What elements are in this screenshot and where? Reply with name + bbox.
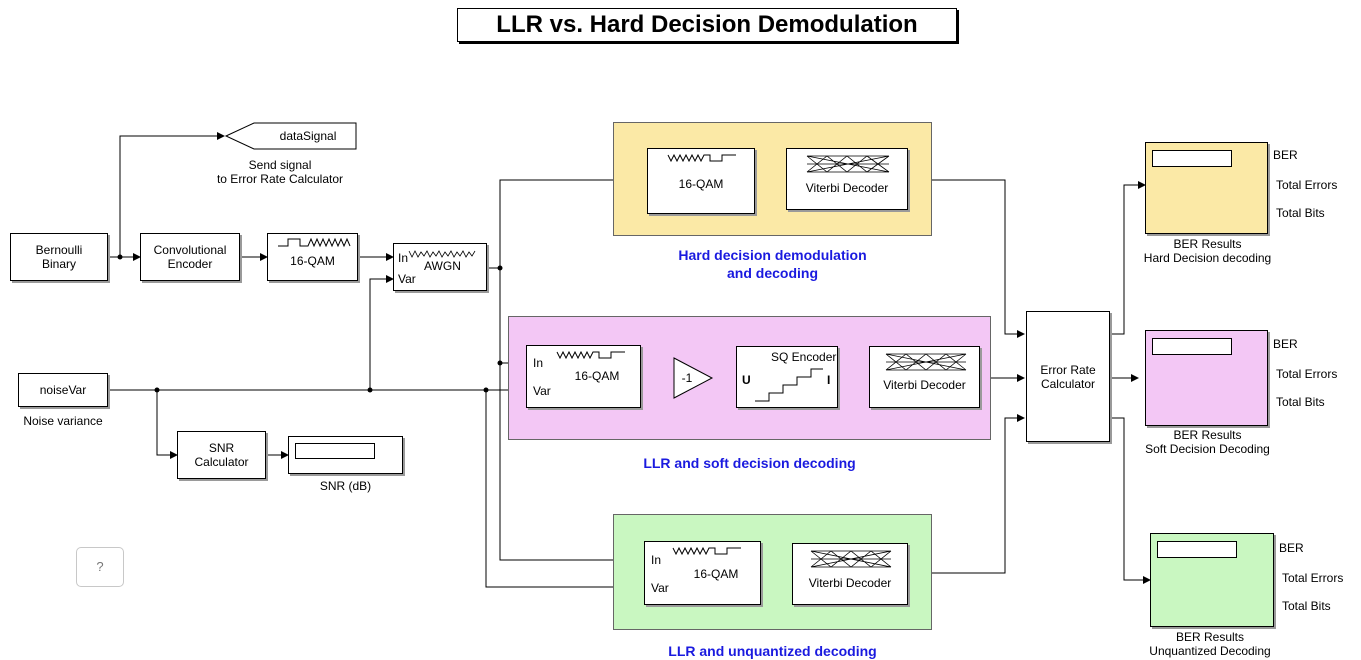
wire-err-hard-ber [1110, 181, 1146, 335]
unq-qam-demod-block[interactable]: In Var 16-QAM [644, 541, 761, 605]
soft-decision-area-title: LLR and soft decision decoding [643, 455, 856, 471]
hard-viterbi-label: Viterbi Decoder [805, 181, 889, 195]
sq-i-port: I [827, 373, 831, 387]
sq-u-port: U [742, 373, 751, 387]
soft-viterbi-label: Viterbi Decoder [883, 378, 966, 392]
unq-in-port: In [651, 553, 662, 567]
unq-qam-label: 16-QAM [693, 567, 739, 581]
ber-soft-caption: BER Results Soft Decision Decoding [1145, 428, 1270, 456]
noise-icon [408, 250, 476, 258]
ber-value-field [1157, 541, 1237, 558]
goto-tag-block[interactable] [224, 120, 359, 154]
soft-var-port: Var [533, 384, 551, 398]
ber-unq-caption: BER Results Unquantized Decoding [1149, 630, 1271, 658]
hard-qam-demod-block[interactable]: 16-QAM [647, 148, 755, 214]
goto-tag-label: dataSignal [279, 129, 337, 143]
hard-qam-label: 16-QAM [678, 177, 724, 191]
unq-var-port: Var [651, 581, 669, 595]
qam-modulator-block[interactable]: 16-QAM [267, 233, 358, 281]
unq-viterbi-block[interactable]: Viterbi Decoder [792, 543, 908, 605]
ber-hard-caption: BER Results Hard Decision decoding [1143, 237, 1272, 265]
goto-caption: Send signal to Error Rate Calculator [216, 158, 344, 186]
ber-unq-row-2: Total Errors [1282, 571, 1344, 585]
demod-waveform-icon [667, 153, 736, 163]
snr-display-block[interactable] [288, 436, 403, 474]
trellis-icon [810, 550, 892, 568]
awgn-channel-block[interactable]: In Var AWGN [393, 243, 487, 291]
awgn-var-port: Var [398, 272, 416, 286]
sq-encoder-title: SQ Encoder [771, 350, 837, 364]
ber-soft-row-1: BER [1273, 337, 1298, 351]
ber-unq-row-3: Total Bits [1282, 599, 1331, 613]
qam-mod-label: 16-QAM [290, 254, 335, 268]
wire-hard-viterbi-err [908, 179, 1025, 338]
wire-awgn-hard [499, 176, 645, 268]
wire-awgn-unq [499, 363, 645, 564]
ber-unq-row-1: BER [1279, 541, 1304, 555]
wire-noisevar-awgn [369, 275, 394, 390]
snr-display-caption: SNR (dB) [319, 479, 372, 493]
help-button[interactable]: ? [76, 547, 124, 587]
wire-var-unq [485, 390, 645, 591]
ber-display-hard[interactable] [1145, 142, 1268, 234]
unquantized-area-title: LLR and unquantized decoding [668, 643, 877, 659]
wire-unq-viterbi-err [908, 414, 1025, 574]
trellis-icon [806, 155, 890, 173]
hard-decision-area-title: Hard decision demodulation and decoding [678, 247, 867, 281]
convolutional-encoder-block[interactable]: Convolutional Encoder [140, 233, 240, 281]
noise-variance-caption: Noise variance [23, 414, 103, 428]
sq-encoder-block[interactable]: SQ Encoder U I [736, 346, 838, 408]
ber-display-soft[interactable] [1145, 330, 1268, 426]
soft-in-port: In [533, 356, 544, 370]
modulation-waveform-icon [278, 237, 351, 248]
awgn-in-port: In [398, 251, 409, 265]
soft-viterbi-block[interactable]: Viterbi Decoder [869, 346, 980, 408]
ber-value-field [1152, 150, 1232, 167]
trellis-icon [885, 353, 967, 371]
ber-soft-row-2: Total Errors [1276, 367, 1338, 381]
unq-viterbi-label: Viterbi Decoder [808, 576, 892, 590]
snr-calculator-block[interactable]: SNR Calculator [177, 431, 266, 479]
ber-display-unquantized[interactable] [1150, 533, 1274, 627]
wire-noisevar-snr [156, 390, 178, 459]
wire-to-goto [119, 132, 225, 257]
gain-value: -1 [681, 371, 693, 385]
diagram-title: LLR vs. Hard Decision Demodulation [457, 8, 957, 42]
wire-err-unq-ber [1110, 417, 1151, 584]
demod-waveform-icon [672, 546, 741, 556]
bernoulli-binary-block[interactable]: Bernoulli Binary [10, 233, 108, 281]
noise-variance-constant[interactable]: noiseVar [18, 373, 108, 407]
ber-value-field [1152, 338, 1232, 355]
soft-qam-label: 16-QAM [574, 369, 620, 383]
awgn-label: AWGN [424, 259, 461, 273]
ber-hard-row-3: Total Bits [1276, 206, 1325, 220]
demod-waveform-icon [556, 350, 625, 360]
staircase-icon [755, 368, 823, 402]
hard-viterbi-block[interactable]: Viterbi Decoder [786, 148, 908, 210]
ber-hard-row-1: BER [1273, 148, 1298, 162]
snr-value-field [295, 443, 375, 459]
soft-qam-demod-block[interactable]: In Var 16-QAM [526, 345, 641, 408]
gain-block[interactable] [672, 356, 714, 400]
ber-soft-row-3: Total Bits [1276, 395, 1325, 409]
ber-hard-row-2: Total Errors [1276, 178, 1338, 192]
error-rate-calculator-block[interactable]: Error Rate Calculator [1026, 311, 1110, 442]
